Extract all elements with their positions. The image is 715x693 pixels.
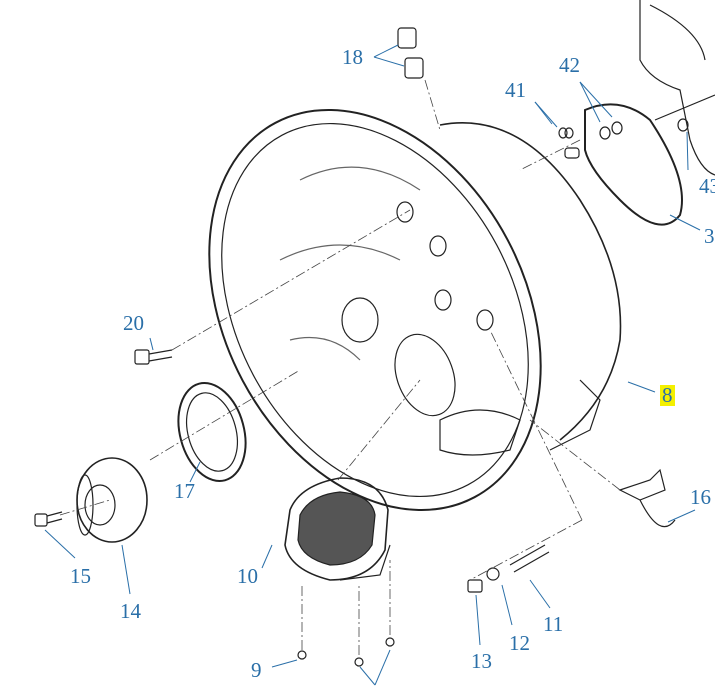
cover-plate-10 <box>284 477 391 581</box>
callout-15: 15 <box>70 564 91 588</box>
callout-43: 43 <box>699 174 715 198</box>
callout-41: 41 <box>505 78 526 102</box>
callout-9: 9 <box>251 658 262 682</box>
callout-3: 3 <box>704 224 715 248</box>
callout-17: 17 <box>174 479 195 503</box>
flange-14 <box>76 457 148 543</box>
bushing-top <box>397 27 417 49</box>
plate-outline <box>639 0 715 176</box>
callout-10: 10 <box>237 564 258 588</box>
callout-18: 18 <box>342 45 363 69</box>
callout-13: 13 <box>471 649 492 673</box>
callout-16: 16 <box>690 485 711 509</box>
callout-20: 20 <box>123 311 144 335</box>
callout-42: 42 <box>559 53 580 77</box>
callout-14: 14 <box>120 599 141 623</box>
gasket-17 <box>177 381 247 483</box>
callout-11: 11 <box>543 612 564 636</box>
bushing-bottom <box>404 57 424 79</box>
bolt-20 <box>134 349 173 365</box>
callout-12: 12 <box>509 631 530 655</box>
flywheel-housing <box>208 109 622 511</box>
callout-8-highlighted: 8 <box>660 383 675 407</box>
gasket-3 <box>584 103 683 226</box>
